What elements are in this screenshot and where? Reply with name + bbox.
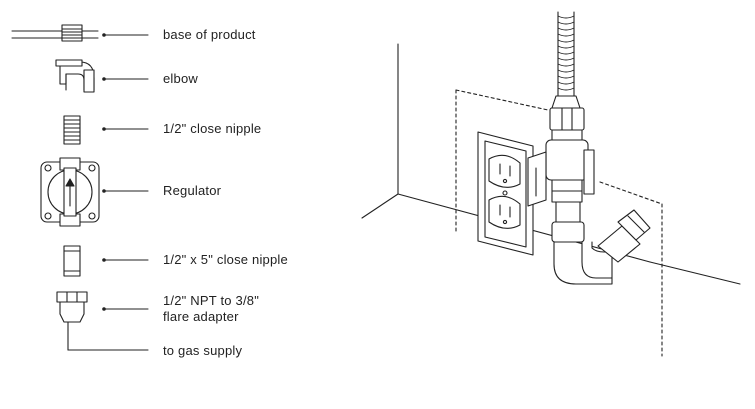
adapter-leader-line <box>102 307 148 311</box>
label-elbow: elbow <box>163 71 198 86</box>
elbow-leader-line <box>102 77 148 81</box>
gas-supply-leader-line <box>68 330 148 350</box>
installed-elbow <box>552 202 650 284</box>
nipple-5-part <box>64 246 80 276</box>
regulator-leader-line <box>102 189 148 193</box>
label-gas-supply: to gas supply <box>163 343 243 358</box>
elbow-part <box>56 60 94 92</box>
label-adapter-line2: flare adapter <box>163 309 239 324</box>
flex-gas-line <box>558 12 574 96</box>
installed-regulator <box>528 130 594 206</box>
wall-outlet <box>478 132 533 255</box>
regulator-part <box>41 158 99 226</box>
label-close-nipple: 1/2" close nipple <box>163 121 262 136</box>
base-of-product-part <box>12 25 98 41</box>
flare-adapter-part <box>57 292 87 330</box>
label-nipple-5: 1/2" x 5" close nipple <box>163 252 288 267</box>
nipple-5-leader-line <box>102 258 148 262</box>
cabinet-outline <box>456 90 662 356</box>
close-nipple-leader-line <box>102 127 148 131</box>
base-leader-line <box>102 33 148 37</box>
close-nipple-part <box>64 116 80 144</box>
top-flare-nut <box>550 96 584 130</box>
label-base-of-product: base of product <box>163 27 256 42</box>
label-adapter-line1: 1/2" NPT to 3/8" <box>163 293 260 308</box>
label-regulator: Regulator <box>163 183 222 198</box>
